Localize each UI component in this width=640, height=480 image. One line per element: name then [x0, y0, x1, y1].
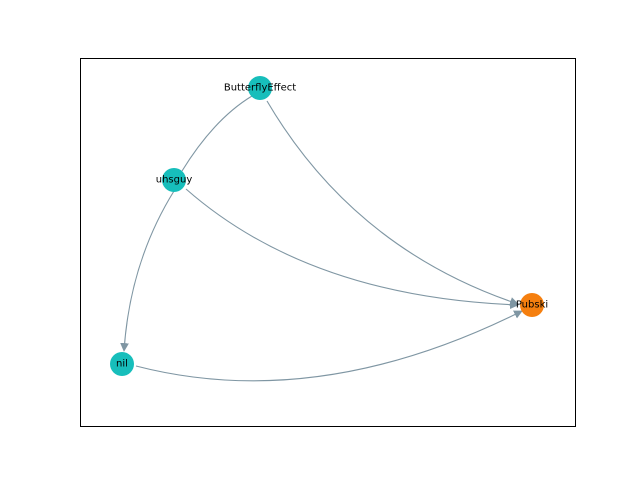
edges-layer: [120, 95, 523, 382]
edge-uhsguy-nil: [120, 190, 175, 352]
edge-nil-pubski: [135, 310, 523, 382]
node-label-uhsguy: uhsguy: [156, 175, 193, 186]
node-label-nil: nil: [116, 359, 128, 370]
plot-frame: [80, 58, 576, 427]
node-label-pubski: Pubski: [516, 300, 548, 311]
node-uhsguy[interactable]: [162, 168, 186, 192]
node-nil[interactable]: [110, 352, 134, 376]
edge-uhsguy-pubski: [185, 188, 519, 310]
nodes-layer: [110, 76, 544, 376]
node-pubski[interactable]: [520, 293, 544, 317]
edge-butterflyeffect-pubski: [266, 100, 519, 306]
node-label-butterflyeffect: ButterflyEffect: [224, 83, 296, 94]
labels-layer: ButterflyEffect uhsguy nil Pubski: [116, 83, 548, 370]
edge-uhsguy-butterflyeffect: [181, 95, 253, 172]
node-butterflyeffect[interactable]: [248, 76, 272, 100]
